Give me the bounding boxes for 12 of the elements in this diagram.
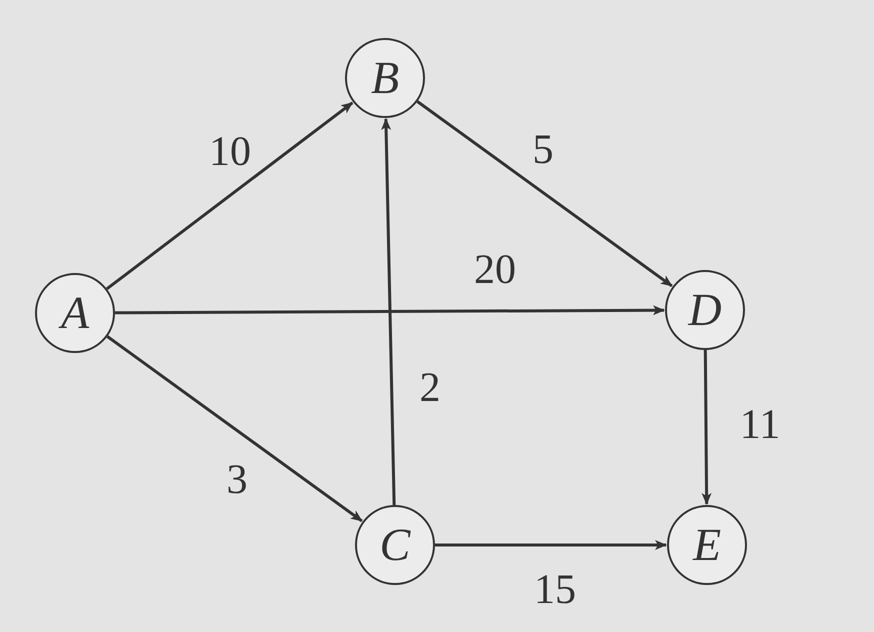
- node-label: D: [688, 287, 722, 333]
- node-label: A: [60, 290, 90, 336]
- arrow: [106, 102, 354, 290]
- arrow: [115, 305, 665, 316]
- node-label: E: [692, 522, 722, 568]
- arrow: [435, 540, 667, 550]
- arrow: [381, 118, 396, 506]
- arrow: [416, 100, 673, 288]
- node-label: B: [370, 55, 400, 101]
- node-label: C: [380, 522, 410, 568]
- arrow: [106, 335, 363, 522]
- arrow: [702, 350, 712, 505]
